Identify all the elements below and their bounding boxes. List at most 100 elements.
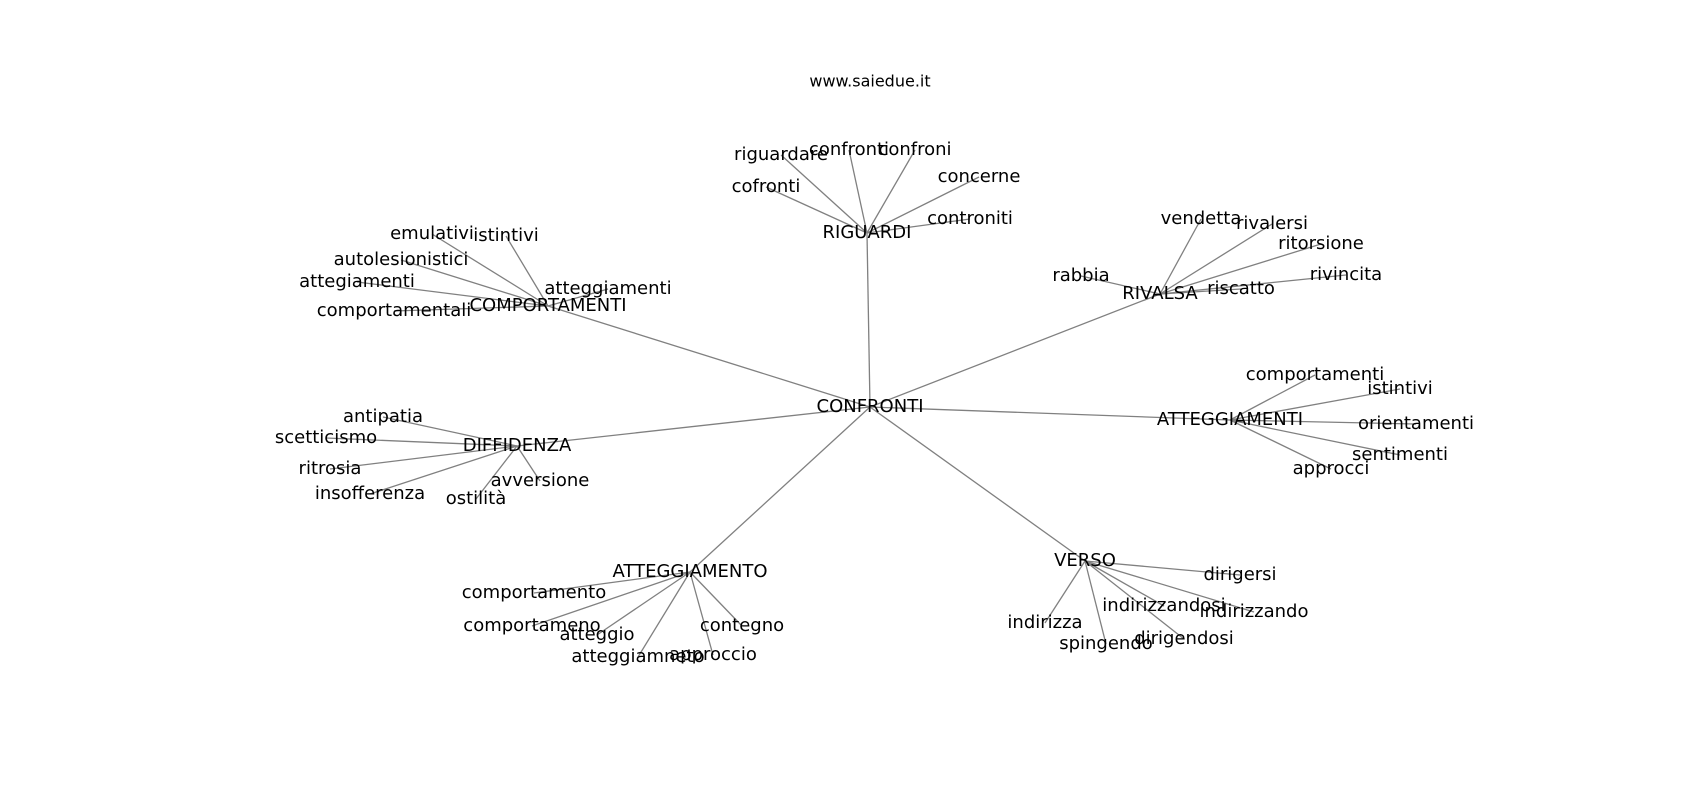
node-leaf-atteggiamento-comportamento: comportamento — [462, 582, 606, 603]
edge-center-atteggiamenti — [869, 406, 1231, 421]
edge-riguardi-riguardare — [780, 154, 868, 234]
edge-verso-dirigendosi — [1084, 560, 1185, 640]
edge-rivalsa-vendetta — [1159, 218, 1202, 295]
edge-center-riguardi — [866, 232, 871, 408]
node-leaf-rivalsa-vendetta: vendetta — [1161, 208, 1242, 229]
edge-comportamenti-emulativi — [431, 233, 549, 307]
node-leaf-rivalsa-rivalersi: rivalersi — [1236, 213, 1308, 234]
node-hub-verso: VERSO — [1054, 550, 1116, 571]
node-leaf-verso-dirigendosi: dirigendosi — [1134, 628, 1234, 649]
edge-comportamenti-comportamentali — [393, 305, 549, 312]
edge-comportamenti-attegiamenti — [356, 281, 549, 307]
node-hub-atteggiamenti: ATTEGGIAMENTI — [1157, 409, 1303, 430]
node-hub-atteggiamento: ATTEGGIAMENTO — [612, 561, 767, 582]
edge-rivalsa-ritorsione — [1159, 243, 1322, 295]
edge-atteggiamento-comportameno — [531, 571, 691, 627]
node-leaf-rivalsa-rabbia: rabbia — [1052, 265, 1109, 286]
edge-comportamenti-autolesionistici — [400, 259, 549, 307]
node-leaf-diffidenza-insofferenza: insofferenza — [315, 483, 425, 504]
node-hub-comportamenti: COMPORTAMENTI — [469, 295, 626, 316]
edge-diffidenza-insofferenza — [369, 445, 518, 495]
node-leaf-rivalsa-riscatto: riscatto — [1207, 278, 1275, 299]
edge-atteggiamento-approccio — [689, 571, 714, 656]
node-leaf-atteggiamento-contegno: contegno — [700, 615, 784, 636]
edge-riguardi-confronti — [848, 149, 868, 234]
node-leaf-comportamenti-emulativi: emulativi — [390, 223, 474, 244]
edge-rivalsa-riscatto — [1159, 288, 1242, 295]
chart-title: www.saiedue.it — [809, 72, 930, 91]
node-leaf-comportamenti-atteggiamenti: atteggiamenti — [544, 278, 671, 299]
node-hub-diffidenza: DIFFIDENZA — [463, 435, 572, 456]
node-leaf-atteggiamento-comportameno: comportameno — [463, 615, 600, 636]
node-leaf-riguardi-riguardare: riguardare — [734, 144, 828, 165]
edge-diffidenza-scetticismo — [325, 437, 518, 447]
node-leaf-atteggiamenti-orientamenti: orientamenti — [1358, 413, 1474, 434]
edge-verso-spingendo — [1084, 560, 1107, 645]
node-hub-riguardi: RIGUARDI — [823, 222, 912, 243]
edge-verso-indirizzandosi — [1084, 560, 1165, 607]
edge-verso-dirigersi — [1084, 560, 1241, 576]
node-leaf-riguardi-confroni: confroni — [878, 139, 951, 160]
node-leaf-verso-indirizzandosi: indirizzandosi — [1102, 595, 1225, 616]
edge-center-diffidenza — [516, 406, 871, 447]
edge-atteggiamento-atteggiamneto — [637, 571, 691, 658]
edges-layer — [325, 149, 1417, 658]
node-leaf-riguardi-controniti: controniti — [927, 208, 1013, 229]
node-leaf-verso-spingendo: spingendo — [1059, 633, 1153, 654]
node-leaf-verso-indirizza: indirizza — [1007, 612, 1082, 633]
edge-rivalsa-rivalersi — [1159, 223, 1273, 295]
node-leaf-atteggiamento-atteggiamneto: atteggiamneto — [571, 646, 704, 667]
edge-atteggiamenti-orientamenti — [1229, 419, 1417, 425]
edge-riguardi-controniti — [866, 218, 971, 234]
labels-layer: CONFRONTI RIGUARDI riguardareconfronticonf… — [275, 139, 1474, 667]
edge-diffidenza-ritrosia — [329, 445, 518, 470]
node-leaf-diffidenza-ritrosia: ritrosia — [299, 458, 362, 479]
edge-diffidenza-ostilita — [475, 445, 518, 500]
node-leaf-diffidenza-ostilita: ostilità — [446, 488, 507, 509]
edge-riguardi-cofronti — [765, 186, 868, 234]
edge-atteggiamento-atteggio — [596, 571, 691, 636]
edge-diffidenza-antipatia — [382, 416, 518, 447]
edge-comportamenti-atteggiamenti — [547, 288, 609, 307]
node-leaf-riguardi-confronti: confronti — [809, 139, 889, 160]
node-leaf-diffidenza-scetticismo: scetticismo — [275, 427, 377, 448]
edge-center-rivalsa — [869, 293, 1161, 408]
node-leaf-atteggiamento-approccio: approccio — [669, 644, 757, 665]
node-leaf-verso-dirigersi: dirigersi — [1203, 564, 1276, 585]
node-leaf-comportamenti-attegiamenti: attegiamenti — [299, 271, 415, 292]
node-leaf-atteggiamento-atteggio: atteggio — [559, 624, 634, 645]
node-leaf-diffidenza-antipatia: antipatia — [343, 406, 423, 427]
node-leaf-verso-indirizzando: indirizzando — [1199, 601, 1308, 622]
edge-atteggiamenti-sentimenti — [1229, 419, 1401, 456]
node-leaf-comportamenti-istintivi: istintivi — [473, 225, 539, 246]
edge-riguardi-concerne — [866, 176, 980, 234]
edge-comportamenti-istintivi — [505, 235, 549, 307]
edge-center-verso — [869, 406, 1086, 562]
edge-atteggiamenti-istintivi — [1229, 388, 1401, 421]
node-leaf-atteggiamenti-comportamenti: comportamenti — [1246, 364, 1384, 385]
node-leaf-comportamenti-comportamentali: comportamentali — [317, 300, 471, 321]
node-leaf-riguardi-cofronti: cofronti — [732, 176, 801, 197]
edge-center-atteggiamento — [689, 406, 871, 573]
node-leaf-rivalsa-rivincita: rivincita — [1310, 264, 1382, 285]
node-leaf-riguardi-concerne: concerne — [938, 166, 1021, 187]
edge-atteggiamento-contegno — [689, 571, 743, 627]
node-leaf-atteggiamenti-sentimenti: sentimenti — [1352, 444, 1448, 465]
node-leaf-atteggiamenti-istintivi: istintivi — [1367, 378, 1433, 399]
node-hub-rivalsa: RIVALSA — [1122, 283, 1198, 304]
node-leaf-rivalsa-ritorsione: ritorsione — [1278, 233, 1364, 254]
edge-riguardi-confroni — [866, 149, 916, 234]
edge-rivalsa-rabbia — [1080, 275, 1161, 295]
node-leaf-atteggiamenti-approcci: approcci — [1293, 458, 1370, 479]
edge-diffidenza-avversione — [516, 445, 541, 482]
node-center-confronti: CONFRONTI — [817, 396, 924, 417]
edge-verso-indirizza — [1044, 560, 1086, 624]
node-leaf-comportamenti-autolesionistici: autolesionistici — [334, 249, 469, 270]
edge-verso-indirizzando — [1084, 560, 1255, 613]
edge-rivalsa-rivincita — [1159, 274, 1347, 295]
edge-atteggiamenti-approcci — [1229, 419, 1332, 470]
edge-atteggiamento-comportamento — [533, 571, 691, 594]
edge-center-comportamenti — [547, 305, 871, 408]
edge-atteggiamenti-comportamenti — [1229, 374, 1316, 421]
